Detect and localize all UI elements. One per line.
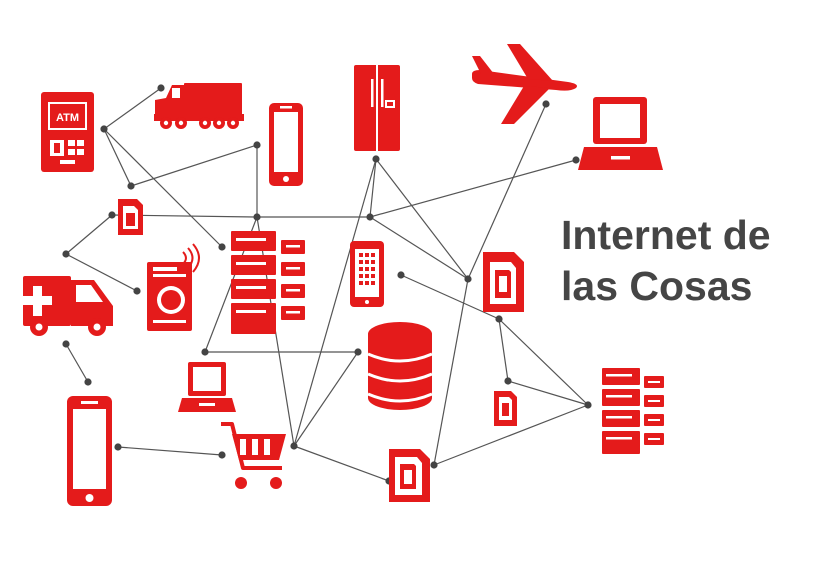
title-line-2: las Cosas: [561, 263, 753, 309]
sim-card-icon: [494, 391, 517, 426]
atm-label: ATM: [56, 112, 79, 124]
network-nodes: [62, 84, 592, 485]
title-line-1: Internet de: [561, 212, 771, 258]
smartphone-icon: [67, 396, 112, 506]
airplane-icon: [472, 44, 577, 124]
truck-icon: [154, 83, 244, 129]
sim-card-icon: [483, 252, 524, 312]
sim-card-icon: [118, 199, 143, 235]
laptop-icon: [578, 97, 663, 170]
tablet-icon: [350, 241, 384, 307]
database-icon: [367, 322, 433, 410]
smartphone-icon: [269, 103, 303, 186]
server-rack-icon: [231, 231, 305, 334]
sim-card-icon: [389, 449, 430, 502]
refrigerator-icon: [354, 65, 400, 151]
washing-machine-icon: [147, 243, 200, 331]
shopping-cart-icon: [221, 422, 286, 489]
server-rack-icon: [602, 368, 664, 454]
atm-icon: ATM: [41, 92, 94, 172]
ambulance-icon: [23, 276, 113, 336]
diagram-title: Internet de las Cosas: [561, 210, 821, 312]
laptop-icon: [178, 362, 236, 412]
